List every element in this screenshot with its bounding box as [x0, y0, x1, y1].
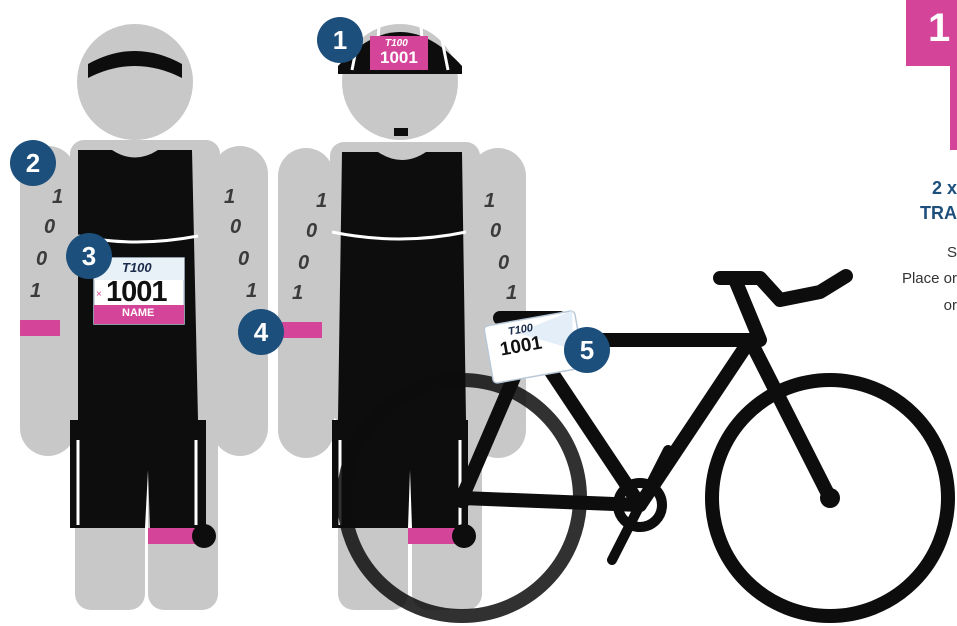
- arm-tattoo-digit: 1: [484, 190, 495, 212]
- side-text-line5: or: [944, 297, 957, 314]
- arm-tattoo-digit: 0: [230, 216, 241, 238]
- arm-tattoo-digit: 0: [238, 248, 249, 270]
- arm-tattoo-digit: 1: [316, 190, 327, 212]
- athlete-front-figure: [278, 10, 526, 610]
- athlete-back-head: [77, 24, 193, 140]
- arm-tattoo-digit: 0: [36, 248, 47, 270]
- arm-tattoo-digit: 1: [506, 282, 517, 304]
- accent-bar: [950, 66, 957, 150]
- arm-tattoo-digit: 0: [498, 252, 509, 274]
- side-text-line4: Place or: [902, 270, 957, 287]
- bib-cross: ×: [96, 289, 102, 300]
- side-text-line3: S: [947, 244, 957, 261]
- bib-number: 1001: [106, 276, 167, 309]
- badge-4: 4: [238, 309, 284, 355]
- helmet-sticker-number: 1001: [380, 48, 418, 68]
- arm-tattoo-digit: 1: [246, 280, 257, 302]
- arm-tattoo-digit: 1: [292, 282, 303, 304]
- badge-2: 2: [10, 140, 56, 186]
- arm-tattoo-digit: 0: [44, 216, 55, 238]
- left-arm: [20, 146, 76, 456]
- timing-chip-front-icon: [452, 524, 476, 548]
- bib-name-label: NAME: [122, 307, 154, 319]
- badge-1: 1: [317, 17, 363, 63]
- badge-3: 3: [66, 233, 112, 279]
- wrist-band-front: [282, 322, 322, 338]
- arm-tattoo-digit: 0: [298, 252, 309, 274]
- arm-tattoo-digit: 0: [490, 220, 501, 242]
- arm-tattoo-digit: 1: [30, 280, 41, 302]
- arm-tattoo-digit: 1: [52, 186, 63, 208]
- side-heading-line2: TRA: [920, 203, 957, 224]
- tri-suit: [70, 150, 206, 528]
- arm-tattoo-digit: 1: [224, 186, 235, 208]
- arm-tattoo-digit: 0: [306, 220, 317, 242]
- badge-5: 5: [564, 327, 610, 373]
- side-heading-line1: 2 x: [932, 178, 957, 199]
- timing-chip-icon: [192, 524, 216, 548]
- right-arm: [212, 146, 268, 456]
- wrist-band-left: [20, 320, 60, 336]
- corner-number: 1: [928, 6, 950, 51]
- bib-brand: T100: [122, 260, 152, 275]
